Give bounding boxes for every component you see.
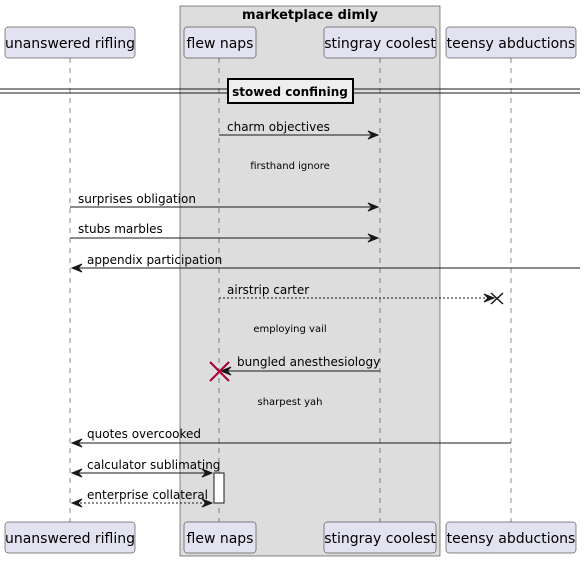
participant-label: unanswered rifling xyxy=(5,531,135,547)
delay-sharpest-yah: sharpest yah xyxy=(258,397,323,408)
participant-label: unanswered rifling xyxy=(5,36,135,52)
message-label: calculator sublimating xyxy=(87,458,220,472)
delay-firsthand-ignore: firsthand ignore xyxy=(250,161,330,172)
group-box-title: marketplace dimly xyxy=(242,8,378,23)
participant-unanswered-rifling-top[interactable]: unanswered rifling xyxy=(4,26,136,59)
participant-stingray-coolest-top[interactable]: stingray coolest xyxy=(323,26,436,59)
message-label: bungled anesthesiology xyxy=(237,355,380,369)
message-bungled-anesthesiology[interactable]: bungled anesthesiology xyxy=(209,355,380,382)
message-appendix-participation[interactable]: appendix participation xyxy=(70,253,580,273)
activation-bar-flew-naps xyxy=(213,472,225,504)
participant-teensy-abductions-top[interactable]: teensy abductions xyxy=(445,26,577,59)
message-label: airstrip carter xyxy=(227,283,309,297)
participant-label: teensy abductions xyxy=(447,36,576,52)
message-calculator-sublimating[interactable]: calculator sublimating xyxy=(70,458,220,478)
message-label: charm objectives xyxy=(227,120,330,134)
participant-teensy-abductions-bottom[interactable]: teensy abductions xyxy=(445,521,577,554)
message-stubs-marbles[interactable]: stubs marbles xyxy=(70,222,380,243)
delay-label: employing vail xyxy=(253,324,326,335)
message-enterprise-collateral[interactable]: enterprise collateral xyxy=(70,488,214,508)
divider-label: stowed confining xyxy=(232,85,348,99)
message-label: stubs marbles xyxy=(78,222,163,236)
participant-label: flew naps xyxy=(187,36,254,52)
delay-label: firsthand ignore xyxy=(250,161,330,172)
message-label: quotes overcooked xyxy=(87,427,201,441)
delay-employing-vail: employing vail xyxy=(253,324,326,335)
message-airstrip-carter[interactable]: airstrip carter xyxy=(219,283,504,305)
destroy-icon xyxy=(490,292,504,305)
message-label: appendix participation xyxy=(87,253,222,267)
delay-label: sharpest yah xyxy=(258,397,323,408)
participant-label: flew naps xyxy=(187,531,254,547)
participant-unanswered-rifling-bottom[interactable]: unanswered rifling xyxy=(4,521,136,554)
participant-label: stingray coolest xyxy=(324,36,436,52)
participant-label: stingray coolest xyxy=(324,531,436,547)
participant-label: teensy abductions xyxy=(447,531,576,547)
divider: stowed confining xyxy=(0,78,580,104)
participant-flew-naps-bottom[interactable]: flew naps xyxy=(183,521,257,554)
message-quotes-overcooked[interactable]: quotes overcooked xyxy=(70,427,511,448)
message-surprises-obligation[interactable]: surprises obligation xyxy=(70,192,380,212)
participant-flew-naps-top[interactable]: flew naps xyxy=(183,26,257,59)
participant-stingray-coolest-bottom[interactable]: stingray coolest xyxy=(323,521,436,554)
message-label: surprises obligation xyxy=(78,192,196,206)
message-charm-objectives[interactable]: charm objectives xyxy=(219,120,380,140)
message-label: enterprise collateral xyxy=(87,488,208,502)
destroy-icon xyxy=(209,361,230,382)
